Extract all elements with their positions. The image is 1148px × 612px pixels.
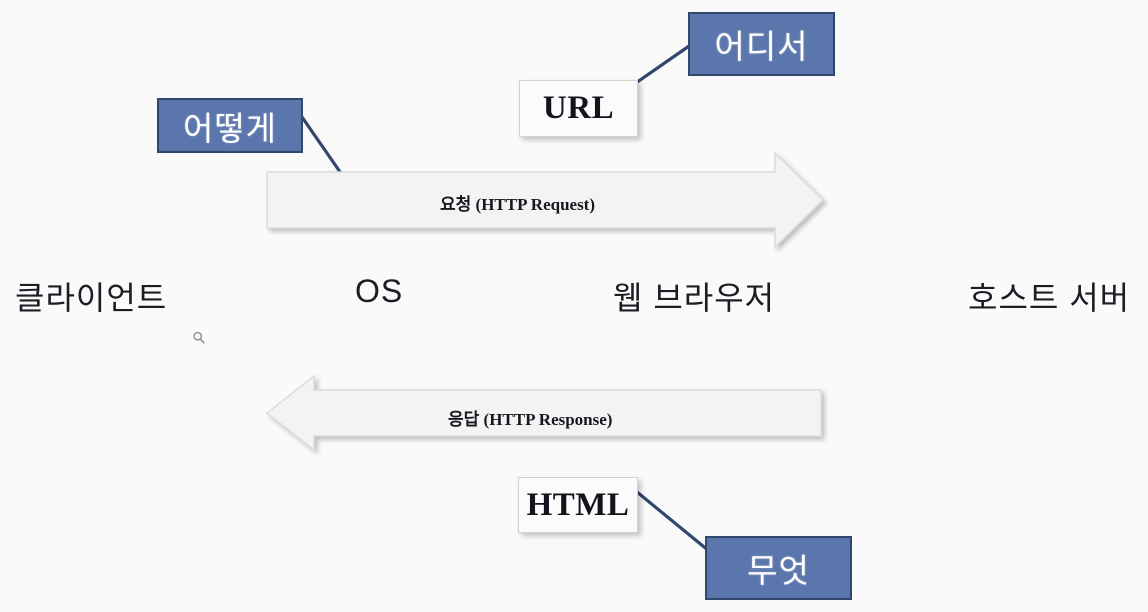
callout-box-url[interactable]: URL — [519, 80, 638, 137]
magnifier-icon — [193, 331, 205, 344]
stage-label-host-server: 호스트 서버 — [968, 280, 1131, 316]
annotation-box-what[interactable]: 무엇 — [705, 536, 852, 600]
arrow-http-response — [265, 374, 822, 452]
arrow-http-request — [266, 151, 825, 249]
annotation-box-how[interactable]: 어떻게 — [157, 98, 303, 153]
arrow-response-label: 응답 (HTTP Response) — [448, 410, 613, 429]
stage-label-os: OS — [355, 273, 404, 309]
annotation-where-label: 어디서 — [714, 28, 809, 65]
annotation-how-label: 어떻게 — [182, 109, 278, 147]
callout-url-label: URL — [542, 90, 615, 126]
arrow-request-label: 요청 (HTTP Request) — [440, 195, 596, 214]
callout-html-label: HTML — [526, 486, 630, 523]
stage-label-client: 클라이언트 — [15, 280, 168, 316]
annotation-what-label: 무엇 — [747, 552, 810, 589]
stage-label-web-browser: 웹 브라우저 — [613, 280, 776, 316]
annotation-box-where[interactable]: 어디서 — [688, 12, 835, 76]
callout-box-html[interactable]: HTML — [518, 477, 638, 533]
